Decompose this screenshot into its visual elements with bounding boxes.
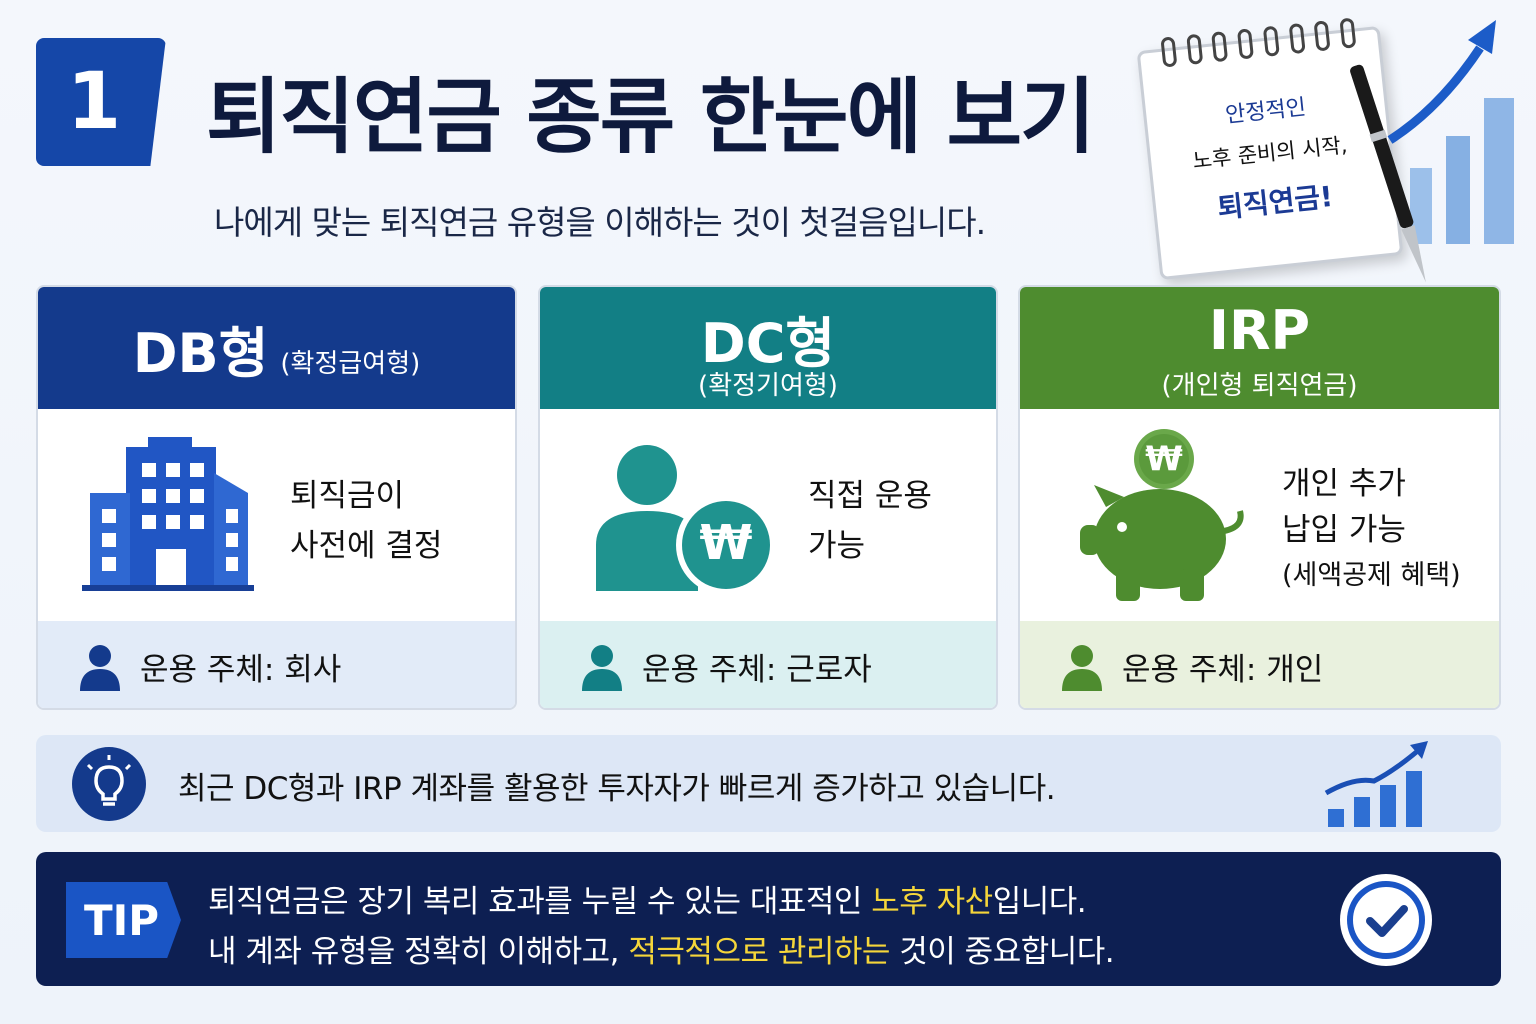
card-irp-title: IRP xyxy=(1208,299,1311,362)
trend-text: 최근 DC형과 IRP 계좌를 활용한 투자자가 빠르게 증가하고 있습니다. xyxy=(178,771,1056,807)
card-dc: DC형 (확정기여형) ₩ 직접 운용 가능 운용 주체: 근로자 xyxy=(538,285,998,710)
card-db-manager: 운용 주체: 회사 xyxy=(140,652,342,688)
card-dc-header: DC형 (확정기여형) xyxy=(540,287,996,409)
card-db: DB형 (확정급여형) 퇴직금이 사전에 결정 xyxy=(36,285,517,710)
card-irp-desc-line-1: 개인 추가 xyxy=(1282,466,1406,502)
card-dc-body: ₩ 직접 운용 가능 xyxy=(540,409,996,621)
won-symbol-dc: ₩ xyxy=(699,515,753,571)
card-irp-subtitle: (개인형 퇴직연금) xyxy=(1161,371,1358,401)
card-dc-description: 직접 운용 가능 xyxy=(808,471,932,571)
growth-chart-icon xyxy=(1387,20,1514,244)
card-irp-desc-line-2: 납입 가능 xyxy=(1282,512,1406,548)
card-dc-desc-line-1: 직접 운용 xyxy=(808,478,932,514)
card-irp-footer: 운용 주체: 개인 xyxy=(1020,621,1499,708)
card-irp-description: 개인 추가 납입 가능 (세액공제 혜택) xyxy=(1282,461,1461,599)
tip-line-1-highlight: 노후 자산 xyxy=(871,884,993,920)
notepad-rings xyxy=(1160,17,1357,68)
card-dc-title: DC형 xyxy=(700,312,836,375)
card-db-desc-line-1: 퇴직금이 xyxy=(290,478,405,514)
check-circle-icon xyxy=(1340,874,1432,966)
card-db-description: 퇴직금이 사전에 결정 xyxy=(290,471,442,571)
card-db-title: DB형 xyxy=(132,322,269,385)
tip-box: TIP 퇴직연금은 장기 복리 효과를 누릴 수 있는 대표적인 노후 자산입니… xyxy=(36,852,1501,986)
tip-line-1: 퇴직연금은 장기 복리 효과를 누릴 수 있는 대표적인 노후 자산입니다. xyxy=(208,876,1087,921)
tip-line-2: 내 계좌 유형을 정확히 이해하고, 적극적으로 관리하는 것이 중요합니다. xyxy=(208,926,1115,971)
user-icon xyxy=(582,644,622,691)
won-symbol-irp: ₩ xyxy=(1145,439,1183,479)
card-db-desc-line-2: 사전에 결정 xyxy=(290,528,443,564)
card-dc-footer: 운용 주체: 근로자 xyxy=(540,621,996,708)
tip-line-2-end: 것이 중요합니다. xyxy=(889,934,1115,970)
tip-line-2-text: 내 계좌 유형을 정확히 이해하고, xyxy=(208,934,629,970)
tip-tag: TIP xyxy=(66,882,181,958)
tip-line-1-end: 입니다. xyxy=(992,884,1087,920)
tip-line-2-highlight: 적극적으로 관리하는 xyxy=(628,934,890,970)
user-icon xyxy=(80,644,120,691)
card-irp-body: ₩ 개인 추가 납입 가능 (세액공제 혜택) xyxy=(1020,409,1499,621)
notepad-line-3: 퇴직연금! xyxy=(1215,179,1335,225)
card-irp-header: IRP (개인형 퇴직연금) xyxy=(1020,287,1499,409)
tip-line-1-text: 퇴직연금은 장기 복리 효과를 누릴 수 있는 대표적인 xyxy=(208,884,872,920)
page-title: 퇴직연금 종류 한눈에 보기 xyxy=(206,70,1095,165)
pen-icon xyxy=(1350,64,1426,283)
trend-banner: 최근 DC형과 IRP 계좌를 활용한 투자자가 빠르게 증가하고 있습니다. xyxy=(36,735,1501,832)
card-dc-subtitle: (확정기여형) xyxy=(698,371,838,401)
user-icon xyxy=(1062,644,1102,691)
card-irp: IRP (개인형 퇴직연금) ₩ 개인 추가 납입 가능 (세액공제 혜택) 운… xyxy=(1018,285,1501,710)
card-dc-desc-line-2: 가능 xyxy=(808,528,866,564)
piggy-bank-icon xyxy=(1080,429,1244,601)
card-db-subtitle: (확정급여형) xyxy=(280,349,421,379)
building-icon xyxy=(82,437,254,591)
section-number-badge: 1 xyxy=(36,38,166,166)
lightbulb-icon xyxy=(72,747,146,821)
person-won-icon xyxy=(596,445,776,595)
card-irp-desc-line-3: (세액공제 혜택) xyxy=(1282,560,1461,591)
card-db-body: 퇴직금이 사전에 결정 xyxy=(38,409,515,621)
card-db-header: DB형 (확정급여형) xyxy=(38,287,515,409)
page-subtitle: 나에게 맞는 퇴직연금 유형을 이해하는 것이 첫걸음입니다. xyxy=(214,203,986,242)
card-dc-manager: 운용 주체: 근로자 xyxy=(642,652,872,688)
card-db-footer: 운용 주체: 회사 xyxy=(38,621,515,708)
rising-chart-icon xyxy=(1324,741,1428,827)
card-irp-manager: 운용 주체: 개인 xyxy=(1122,652,1324,688)
